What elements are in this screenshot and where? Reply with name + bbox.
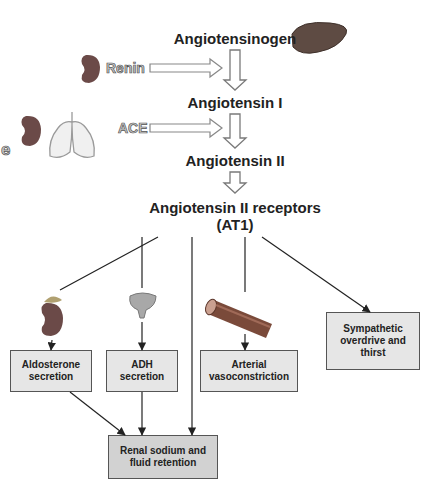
node-text: Angiotensin II receptors (AT1)	[130, 199, 340, 233]
effect-box: Arterial vasoconstriction	[200, 350, 298, 392]
node-text-group: Arterial vasoconstriction	[205, 359, 293, 383]
effect-arrow	[141, 392, 142, 435]
effect-arrow	[141, 237, 142, 350]
node-text-group: Aldosterone secretion	[15, 359, 87, 383]
node-text: Sympathetic overdrive and thirst	[331, 323, 415, 359]
enzyme-arrow	[150, 59, 222, 77]
enzyme-label: Renin	[106, 60, 145, 76]
node-text-group: Angiotensin I	[188, 94, 283, 111]
node-text: Aldosterone secretion	[15, 359, 87, 383]
outcome-box: Renal sodium and fluid retention	[108, 435, 218, 479]
hollow-arrow	[224, 114, 246, 148]
node-text-group: Angiotensin II receptors (AT1)	[130, 199, 340, 233]
effect-arrow	[191, 237, 192, 435]
node-text: Arterial vasoconstriction	[205, 359, 293, 383]
molecule-label: Angiotensin I	[165, 92, 305, 112]
receptor-label: Angiotensin II receptors (AT1)	[130, 195, 340, 237]
effect-box: ADH secretion	[106, 350, 178, 392]
node-text-group: Angiotensinogen	[174, 30, 297, 47]
effect-arrow	[262, 237, 370, 312]
liver-icon	[292, 22, 347, 53]
effect-arrow	[244, 237, 245, 350]
node-text-group: ADH secretion	[111, 359, 173, 383]
node-text: ADH secretion	[111, 359, 173, 383]
node-text-group: Sympathetic overdrive and thirst	[331, 323, 415, 359]
effect-box: Aldosterone secretion	[10, 350, 92, 392]
adrenal-icon	[44, 296, 62, 302]
enzyme-label: e	[1, 140, 10, 160]
effect-arrow	[51, 237, 158, 350]
effect-box: Sympathetic overdrive and thirst	[326, 312, 420, 370]
node-text-group: Angiotensin II	[185, 152, 284, 169]
node-text: Angiotensin I	[188, 94, 283, 111]
molecule-label: Angiotensin II	[160, 150, 310, 170]
kidney-icon	[82, 55, 101, 83]
enzyme-arrow	[150, 119, 222, 137]
node-text: Angiotensin II	[185, 152, 284, 169]
hollow-arrow	[224, 50, 246, 90]
artery-icon	[203, 298, 272, 338]
hollow-arrow	[224, 172, 246, 193]
node-text: Angiotensinogen	[174, 30, 297, 47]
node-text: Renal sodium and fluid retention	[113, 445, 213, 469]
kidney-icon	[42, 303, 64, 336]
pituitary-icon	[130, 293, 156, 318]
effect-arrow	[70, 392, 125, 435]
enzyme-label: ACE	[118, 120, 148, 136]
kidney-icon	[22, 116, 42, 146]
molecule-label: Angiotensinogen	[140, 28, 330, 48]
lung-icon	[50, 112, 95, 157]
node-text-group: Renal sodium and fluid retention	[113, 445, 213, 469]
